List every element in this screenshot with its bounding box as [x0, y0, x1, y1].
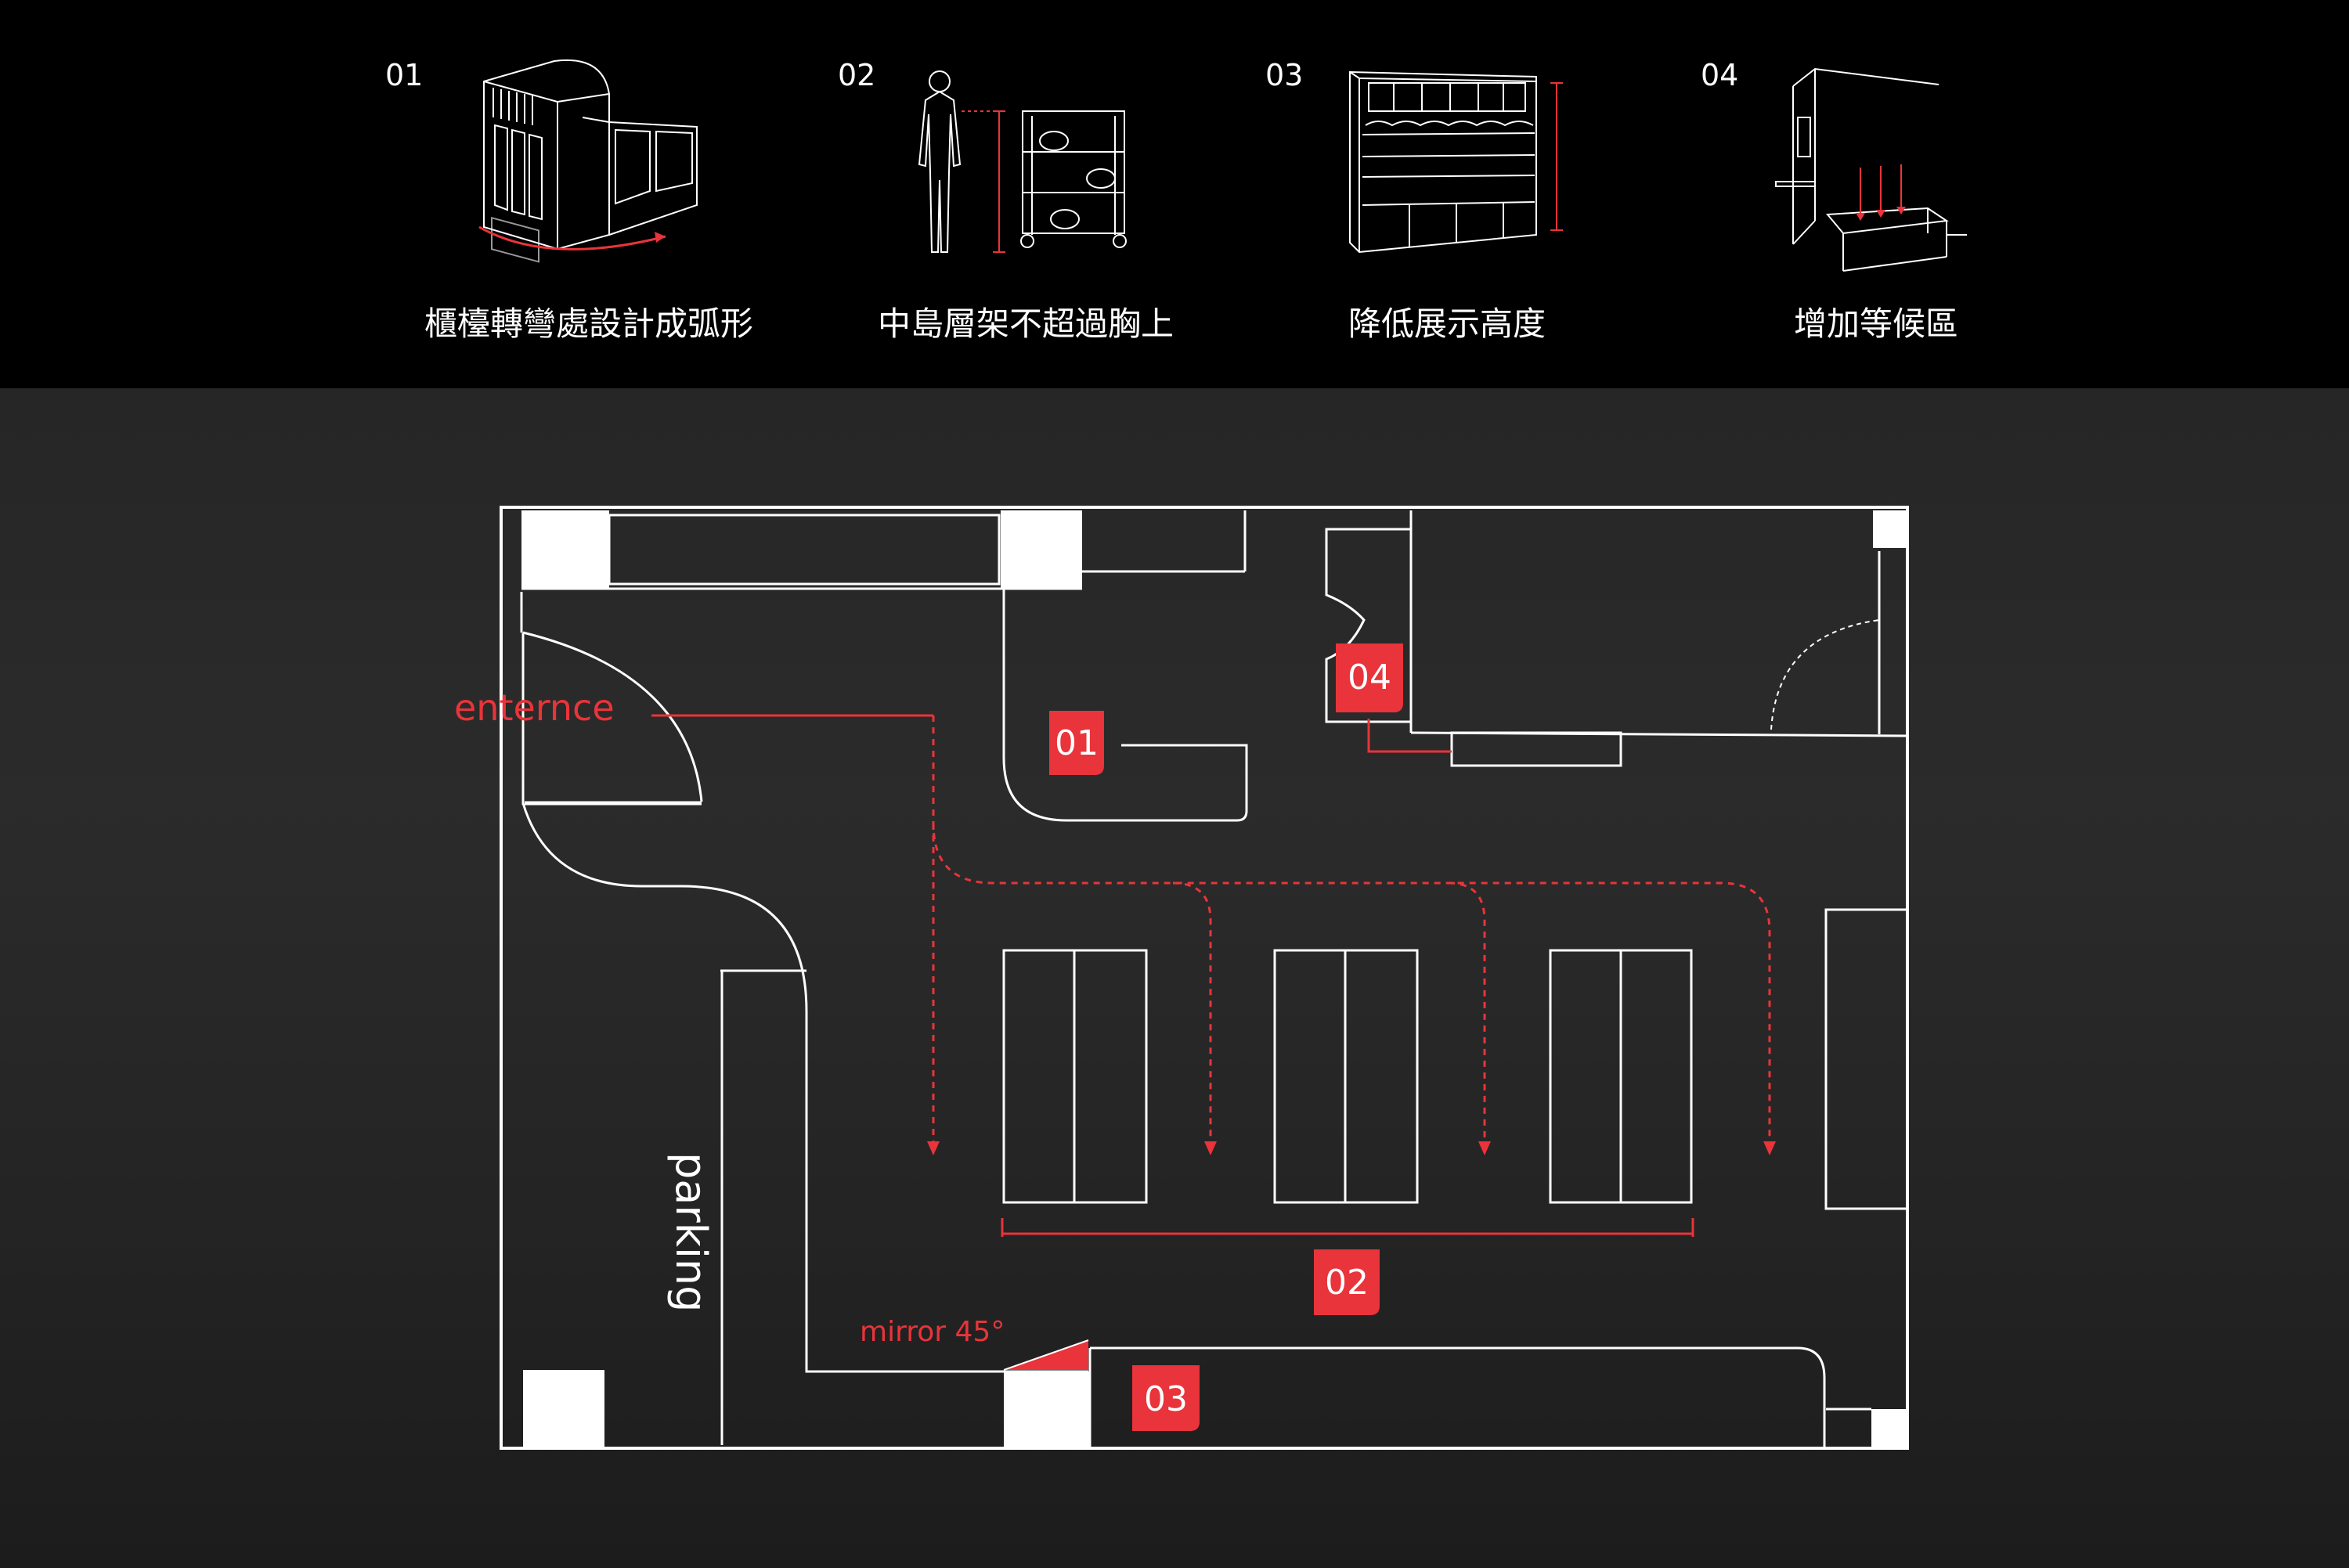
feature-3-number: 03: [1265, 58, 1304, 92]
person-shelf-height-icon: [918, 70, 1127, 253]
marker-04: 04: [1336, 643, 1403, 712]
marker-01: 01: [1049, 711, 1104, 775]
top-wall-cabinet: [608, 514, 1001, 586]
marker-02: 02: [1314, 1249, 1380, 1315]
parking-lane: [521, 802, 1088, 1373]
feature-2-caption: 中島層架不超過胸上: [877, 305, 1174, 343]
curved-counter: [1002, 589, 1248, 822]
island-shelf-3: [1549, 949, 1693, 1204]
waiting-partition: [1325, 528, 1413, 723]
feature-4-caption: 增加等候區: [1793, 305, 1959, 343]
pillar: [1004, 1372, 1090, 1448]
floor-plan: [500, 506, 1909, 1450]
island-shelf-1: [1002, 949, 1148, 1204]
waiting-bench: [1450, 731, 1622, 767]
right-wall-shelf: [1824, 908, 1909, 1210]
feature-1-caption: 櫃檯轉彎處設計成弧形: [424, 305, 754, 343]
marker-03-label: 03: [1144, 1379, 1188, 1419]
feature-banner: [0, 0, 2349, 388]
pillar: [1873, 510, 1907, 548]
pillar: [523, 1370, 604, 1448]
mirror-label: mirror 45°: [860, 1316, 1005, 1348]
low-display-wall-icon: [1349, 70, 1563, 254]
marker-04-label: 04: [1348, 658, 1391, 697]
pillar: [521, 510, 609, 589]
feature-3-caption: 降低展示高度: [1348, 305, 1546, 343]
mirror-45-marker: [1003, 1339, 1089, 1371]
feature-1-number: 01: [385, 58, 424, 92]
marker-02-label: 02: [1325, 1263, 1369, 1303]
entrance-door-swing: [522, 631, 703, 802]
island-shelf-2: [1273, 949, 1419, 1204]
feature-2-number: 02: [838, 58, 876, 92]
pillar: [1871, 1409, 1907, 1448]
circulation-paths: [651, 714, 1771, 1237]
marker-03: 03: [1132, 1365, 1200, 1431]
entrance-label: enternce: [454, 687, 615, 729]
parking-label: parking: [666, 1152, 716, 1312]
office-door-swing: [1770, 619, 1880, 730]
arrow-heads: [927, 1141, 1776, 1155]
feature-4-number: 04: [1701, 58, 1739, 92]
pillar: [1001, 510, 1082, 589]
low-display-wall: [1090, 1346, 1826, 1447]
curved-counter-icon: [478, 59, 698, 263]
marker-01-label: 01: [1055, 723, 1099, 763]
waiting-bench-icon: [1775, 67, 1967, 272]
